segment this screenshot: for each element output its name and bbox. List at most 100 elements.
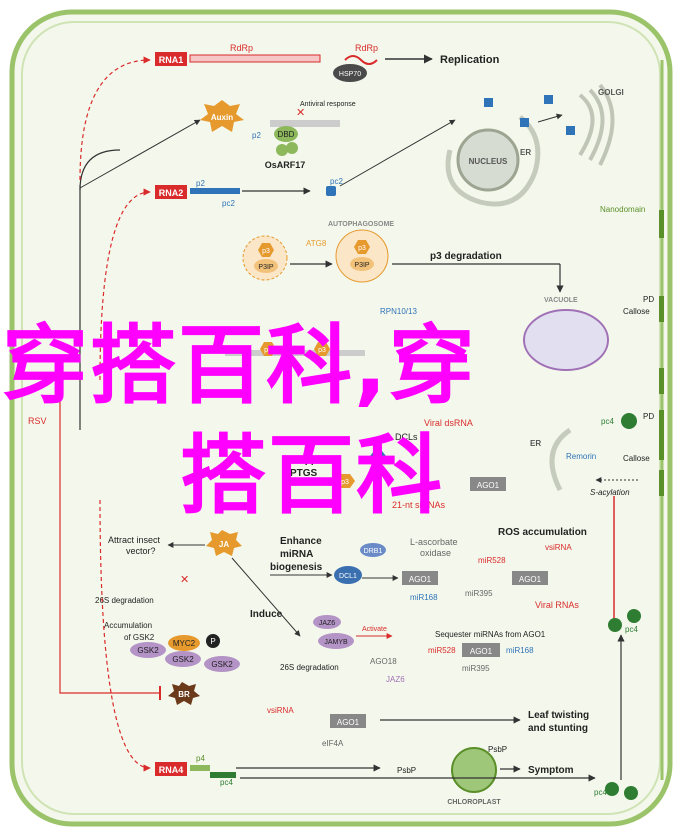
cell-wall <box>9 9 673 827</box>
activate-label: Activate <box>362 626 387 633</box>
atg8-label: ATG8 <box>306 239 327 248</box>
rdrp-label-1: RdRp <box>230 43 253 53</box>
auxin-star <box>200 100 244 132</box>
nucleus-label: NUCLEUS <box>469 157 508 166</box>
biogenesis-label: biogenesis <box>270 562 323 573</box>
p-badge-label: P <box>210 637 215 646</box>
pc4-label: pc4 <box>220 778 233 787</box>
jaz6-node-a <box>313 615 341 629</box>
p3-hex-3 <box>260 342 276 356</box>
p3-label-2: p3 <box>358 245 366 252</box>
dashed-to-rna1 <box>79 56 151 181</box>
vsirna-label-b: vsiRNA <box>267 706 294 715</box>
elf4a-label: eIF4A <box>322 739 344 748</box>
dbd-bar <box>270 120 340 127</box>
psbp-label-b: PsbP <box>397 766 416 775</box>
rna4-label: RNA4 <box>159 765 184 775</box>
leaf-twisting-label: Leaf twisting <box>528 710 589 721</box>
watermark-line-1: 穿搭百科,穿 <box>2 316 477 416</box>
pd-channel-1 <box>659 296 664 322</box>
p4-bar <box>190 765 210 771</box>
block-x-1: ✕ <box>296 107 305 119</box>
ptgs-label: PTGS <box>290 468 318 479</box>
gsk2-node-c <box>204 656 240 672</box>
replication-label: Replication <box>440 54 500 66</box>
p3-label-3: p3 <box>264 347 272 354</box>
rna2-label: RNA2 <box>159 188 184 198</box>
rsv-label: RSV <box>28 416 47 426</box>
pc2-golgi-1 <box>484 98 493 107</box>
er-membrane <box>445 115 541 207</box>
remorin-label: Remorin <box>566 452 596 461</box>
mir395-label-b: miR395 <box>462 664 490 673</box>
pc2-to-golgi <box>339 119 456 187</box>
autophagosome-label: AUTOPHAGOSOME <box>328 221 394 228</box>
p3-bar-center <box>225 350 365 356</box>
p2-label: p2 <box>196 179 205 188</box>
golgi-label: GOLGI <box>598 88 624 97</box>
s-acylation-label: S-acylation <box>590 488 630 497</box>
ago18-label: AGO18 <box>370 657 397 666</box>
er-right <box>549 427 572 492</box>
ago-box-top <box>470 477 506 491</box>
and-stunting-label: and stunting <box>528 723 588 734</box>
dbd-label: DBD <box>278 130 295 139</box>
psbp-label-a: PsbP <box>488 745 507 754</box>
dcls-label: DCLs <box>395 432 418 442</box>
pc4-pd-dot <box>621 413 637 429</box>
autophagosome-left <box>242 235 288 281</box>
pc2-protein <box>326 186 336 196</box>
dashed-to-rna2 <box>99 188 151 381</box>
pd-label-1: PD <box>643 295 654 304</box>
auxin-label: Auxin <box>211 113 233 122</box>
hsp70-node <box>333 64 367 82</box>
drb1-label: DRB1 <box>364 548 383 555</box>
ja-label: JA <box>219 540 229 549</box>
nucleus <box>456 128 520 192</box>
rdrp-wave <box>344 55 378 65</box>
er-label: ER <box>520 148 531 157</box>
p3-hex-4 <box>314 342 330 356</box>
s26-label-b: 26S degradation <box>280 663 339 672</box>
ago1-box-a <box>402 571 438 585</box>
ago1-label-b: AGO1 <box>519 575 542 584</box>
gsk2-label-c: GSK2 <box>211 660 233 669</box>
br-label: BR <box>178 690 190 699</box>
p3-degradation-label: p3 degradation <box>430 251 502 262</box>
mir528-label-b: miR528 <box>428 646 456 655</box>
ago1-box-d <box>330 714 366 728</box>
pc2-golgi-4 <box>566 126 575 135</box>
pc2-golgi-2 <box>544 95 553 104</box>
pd-channel-3 <box>659 470 664 496</box>
golgi-arrow <box>537 113 563 123</box>
pd-label-2: PD <box>643 412 654 421</box>
pc4-bottom-label: pc4 <box>594 788 607 797</box>
vsirna-label-a: vsiRNA <box>545 543 572 552</box>
mir168-label-a: miR168 <box>410 593 438 602</box>
mirna-label: miRNA <box>280 549 313 560</box>
pc4-dot-d <box>627 609 641 623</box>
osarf17-cluster-1 <box>276 144 288 156</box>
p3ip-node-2 <box>350 257 374 271</box>
pc4-dot-b <box>624 786 638 800</box>
osarf17-label: OsARF17 <box>265 160 306 170</box>
oxidase-label: oxidase <box>420 548 451 558</box>
osarf17-cluster-2 <box>286 142 298 154</box>
pc2-small-label: pc2 <box>330 177 343 186</box>
chloroplast-label: CHLOROPLAST <box>447 799 501 806</box>
pd-channel-2 <box>659 410 664 460</box>
dcl1-label: DCL1 <box>339 573 357 580</box>
callose-label-1: Callose <box>623 307 650 316</box>
p3-hex-1 <box>258 243 274 257</box>
rsv-to-br <box>59 400 160 694</box>
watermark-line-2: 搭百科 <box>180 426 444 526</box>
jaz6-label-b: JAZ6 <box>386 675 405 684</box>
ago1-label-a: AGO1 <box>409 575 432 584</box>
p3ip-node-1 <box>254 259 278 273</box>
rna1-label: RNA1 <box>159 55 184 65</box>
nanodomain-label: Nanodomain <box>600 205 645 214</box>
p4-label: p4 <box>196 754 205 763</box>
auxin-arrow <box>79 119 201 189</box>
